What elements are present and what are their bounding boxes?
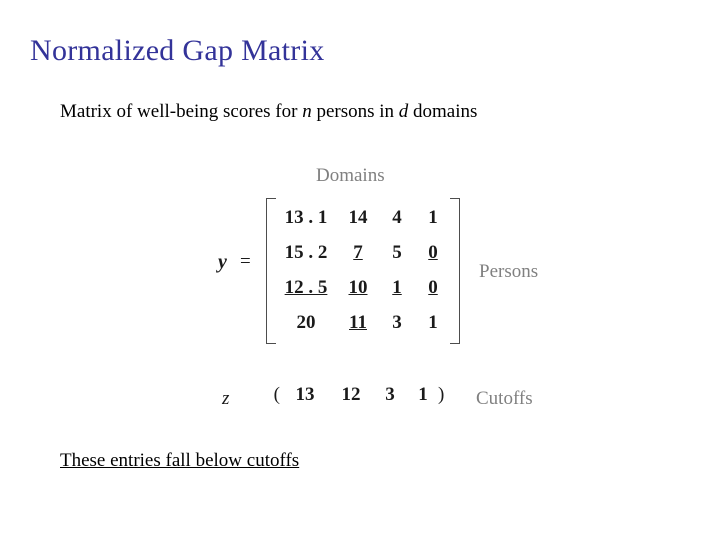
- subtitle-part-1: n: [302, 101, 312, 122]
- subtitle-part-4: domains: [408, 101, 478, 122]
- matrix-cell: 4: [392, 206, 402, 228]
- matrix-table: 13 . 1 14 4 1 15 . 2 7 5 0 12 . 5 10: [275, 200, 451, 340]
- matrix-cell: 3: [392, 311, 402, 333]
- matrix-grid: 13 . 1 14 4 1 15 . 2 7 5 0 12 . 5 10: [275, 200, 451, 340]
- matrix-cell: 20: [296, 311, 316, 333]
- matrix-cell: 1: [428, 311, 438, 333]
- subtitle-part-3: d: [398, 101, 409, 122]
- matrix-cell: 15 . 2: [284, 241, 328, 263]
- paren-open: (: [273, 384, 280, 405]
- page-title: Normalized Gap Matrix: [30, 34, 325, 67]
- footnote-text: These entries fall below cutoffs: [60, 450, 300, 471]
- matrix-equation: y = 13 . 1 14 4 1 15 . 2 7 5 0: [218, 196, 468, 348]
- z-symbol: z: [222, 388, 230, 409]
- subtitle-text: Matrix of well-being scores for n person…: [60, 101, 477, 123]
- cutoff-vector-row: z ( 13 12 3 1 ): [218, 382, 468, 412]
- cutoff-values: ( 13 12 3 1 ): [266, 382, 466, 408]
- cutoff-cell: 13: [295, 384, 315, 405]
- persons-label: Persons: [479, 261, 539, 282]
- matrix-cell: 0: [428, 241, 438, 263]
- subtitle-part-0: Matrix of well-being scores for: [60, 101, 303, 122]
- matrix-cell: 13 . 1: [284, 206, 328, 228]
- paren-close: ): [438, 384, 445, 405]
- table-row: 15 . 2 7 5 0: [275, 235, 451, 270]
- matrix-cell: 7: [353, 241, 363, 263]
- cutoffs-label: Cutoffs: [476, 388, 533, 409]
- table-row: 12 . 5 10 1 0: [275, 270, 451, 305]
- matrix-cell: 12 . 5: [284, 276, 328, 298]
- cutoff-cell: 3: [385, 384, 395, 405]
- cutoff-table: ( 13 12 3 1 ): [266, 382, 450, 408]
- matrix-cell: 1: [428, 206, 438, 228]
- matrix-cell: 11: [349, 311, 367, 333]
- matrix-cell: 14: [348, 206, 368, 228]
- domains-label: Domains: [316, 165, 385, 186]
- matrix-cell: 0: [428, 276, 438, 298]
- cutoff-cell: 12: [341, 384, 361, 405]
- cutoff-cell: 1: [418, 384, 428, 405]
- table-row: 20 11 3 1: [275, 305, 451, 340]
- y-symbol: y: [218, 251, 227, 273]
- equals-symbol: =: [240, 251, 251, 272]
- table-row: 13 . 1 14 4 1: [275, 200, 451, 235]
- table-row: ( 13 12 3 1 ): [266, 382, 450, 408]
- subtitle-part-2: persons in: [311, 101, 399, 122]
- matrix-bracket-left: [266, 198, 276, 344]
- matrix-bracket-right: [450, 198, 460, 344]
- matrix-cell: 10: [348, 276, 368, 298]
- matrix-cell: 1: [392, 276, 402, 298]
- matrix-cell: 5: [392, 241, 402, 263]
